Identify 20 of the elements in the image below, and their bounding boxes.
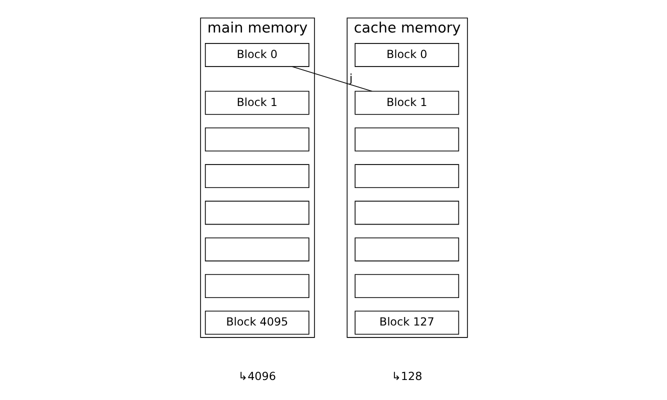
node-box xyxy=(204,274,309,298)
node-box xyxy=(354,274,459,298)
node-label: ↳128 xyxy=(391,370,422,383)
node-box xyxy=(204,237,309,262)
node-box: Block 0 xyxy=(354,43,459,67)
node-box xyxy=(354,164,459,188)
node-box: Block 1 xyxy=(354,90,459,115)
connector xyxy=(291,66,372,92)
node-box xyxy=(204,200,309,225)
node-box xyxy=(354,200,459,225)
node-box: Block 127 xyxy=(354,310,459,335)
node-label: ↳4096 xyxy=(238,370,276,383)
node-box xyxy=(354,128,459,152)
edge-label: j xyxy=(349,72,352,85)
node-box xyxy=(204,164,309,188)
node-box xyxy=(354,237,459,262)
node-box xyxy=(204,128,309,152)
node-box: Block 4095 xyxy=(204,310,309,335)
node-box: Block 1 xyxy=(204,90,309,115)
node-box: Block 0 xyxy=(204,43,309,67)
